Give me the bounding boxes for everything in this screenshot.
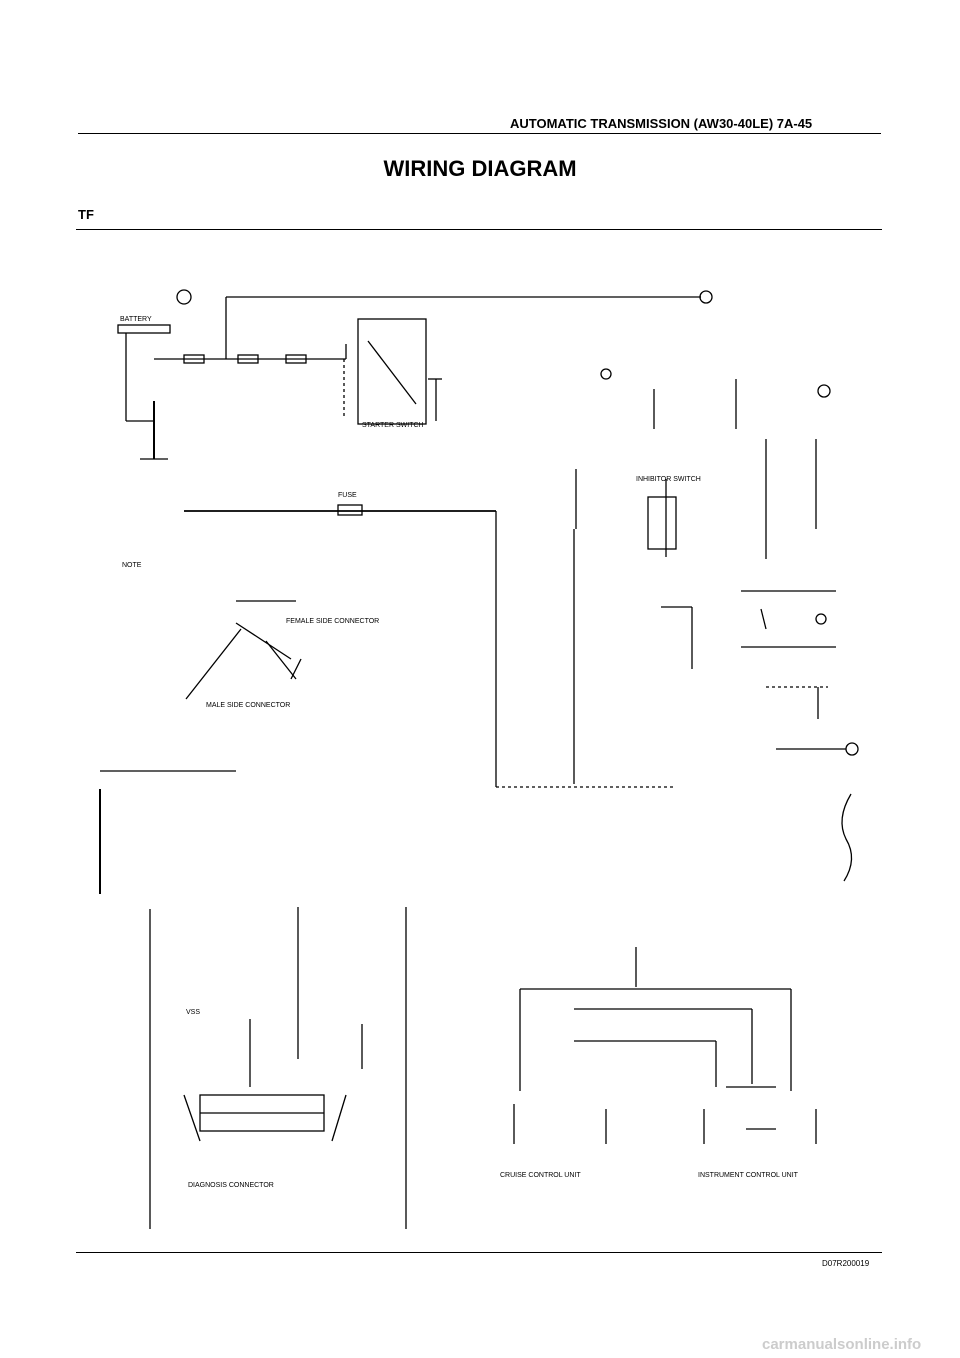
vss-label: VSS	[186, 1009, 200, 1016]
page-title: WIRING DIAGRAM	[383, 156, 577, 181]
female-side-connector-label: FEMALE SIDE CONNECTOR	[286, 618, 379, 625]
note-label: NOTE	[122, 562, 142, 569]
wiring-diagram: BATTERY STARTER SWITCH NOTE FUSE INHIBIT…	[99, 289, 859, 1229]
male-side-connector-label: MALE SIDE CONNECTOR	[206, 702, 290, 709]
figure-id: D07R200019	[822, 1259, 870, 1268]
diagnosis-connector-label: DIAGNOSIS CONNECTOR	[188, 1182, 274, 1189]
battery-label: BATTERY	[120, 316, 152, 323]
watermark: carmanualsonline.info	[762, 1336, 922, 1353]
header-rule	[78, 133, 881, 134]
diagram-frame	[76, 229, 882, 1253]
starter-switch-label: STARTER SWITCH	[362, 422, 424, 429]
inhibitor-switch-label: INHIBITOR SWITCH	[636, 476, 701, 483]
cruise-control-label: CRUISE CONTROL UNIT	[500, 1172, 581, 1179]
running-header: AUTOMATIC TRANSMISSION (AW30-40LE) 7A-45	[510, 116, 813, 131]
section-label: TF	[78, 207, 94, 222]
instrument-panel-label: INSTRUMENT CONTROL UNIT	[698, 1172, 799, 1179]
fuse-label: FUSE	[338, 492, 357, 499]
